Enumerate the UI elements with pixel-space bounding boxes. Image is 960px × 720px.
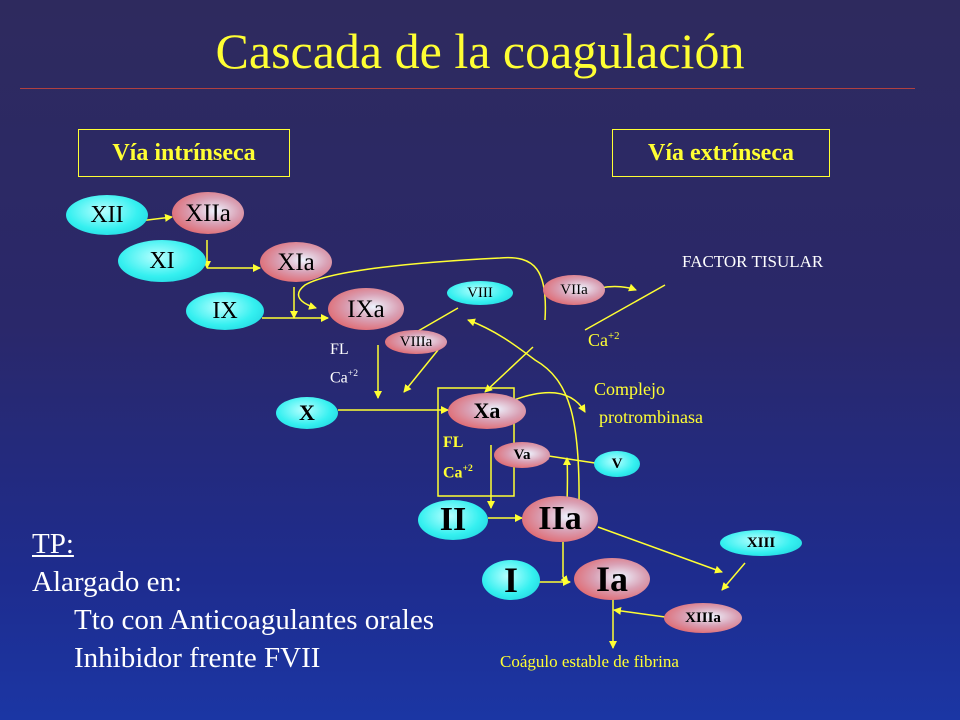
factor-ixa-node: IXa: [328, 288, 404, 330]
stable-clot-label: Coágulo estable de fibrina: [500, 652, 679, 671]
factor-ia-node: Ia: [574, 558, 650, 600]
arrow-xiiia-to-ia: [613, 606, 666, 618]
arrow-iia-to-ixa: [467, 318, 580, 506]
arrow-xiii-xiiia: [721, 562, 746, 591]
ca-text-2: Ca+2: [443, 463, 473, 482]
fl-text-2: FL: [443, 434, 464, 451]
fl-ca-label-1: FL Ca+2: [330, 338, 358, 390]
tissue-factor-line: [584, 284, 666, 331]
page-title: Cascada de la coagulación: [215, 23, 745, 79]
tp-line3: Inhibidor frente FVII: [74, 642, 321, 674]
extrinsic-pathway-box: Vía extrínseca: [612, 129, 830, 177]
factor-v-node: V: [594, 451, 640, 477]
tissue-factor-label: FACTOR TISULAR: [682, 252, 824, 271]
factor-ii-node: II: [418, 500, 488, 540]
fl-ca-label-2: FL Ca+2: [443, 430, 473, 486]
tp-notes: TP: Alargado en: Tto con Anticoagulantes…: [32, 525, 434, 677]
factor-ix-node: IX: [186, 292, 264, 330]
title-divider: [20, 88, 915, 89]
fl-text: FL: [330, 341, 349, 358]
arrow-viia-loop: [599, 283, 637, 292]
arrow-complex-pointer: [513, 392, 586, 413]
factor-x-node: X: [276, 397, 338, 429]
complex-line1: Complejo: [594, 379, 665, 399]
tp-heading: TP:: [32, 528, 74, 560]
complex-line2: protrombinasa: [599, 407, 703, 427]
factor-xii-node: XII: [66, 195, 148, 235]
ca-text: Ca+2: [330, 368, 358, 387]
tp-line2: Tto con Anticoagulantes orales: [74, 604, 434, 636]
factor-xa-node: Xa: [448, 393, 526, 429]
ca-label-extrinsic: Ca+2: [588, 330, 620, 350]
factor-viiia-node: VIIIa: [385, 330, 447, 354]
factor-xiia-node: XIIa: [172, 192, 244, 234]
factor-viia-node: VIIa: [543, 275, 605, 305]
arrow-iia-to-xiii: [597, 526, 723, 574]
arrow-v-va: [541, 452, 596, 464]
factor-viii-node: VIII: [447, 281, 513, 305]
arrow-viiia-to-x: [403, 349, 439, 393]
factor-i-node: I: [482, 560, 540, 600]
factor-iia-node: IIa: [522, 496, 598, 542]
tp-line1: Alargado en:: [32, 566, 183, 598]
arrow-iia-feedback-viii: [297, 256, 547, 321]
arrow-viia-to-xa: [484, 346, 534, 393]
prothrombinase-label: Complejo protrombinasa: [594, 375, 703, 431]
intrinsic-pathway-box: Vía intrínseca: [78, 129, 290, 177]
factor-xia-node: XIa: [260, 242, 332, 282]
factor-xiii-node: XIII: [720, 530, 802, 556]
factor-xi-node: XI: [118, 240, 206, 282]
factor-va-node: Va: [494, 442, 550, 468]
factor-xiiia-node: XIIIa: [664, 603, 742, 633]
